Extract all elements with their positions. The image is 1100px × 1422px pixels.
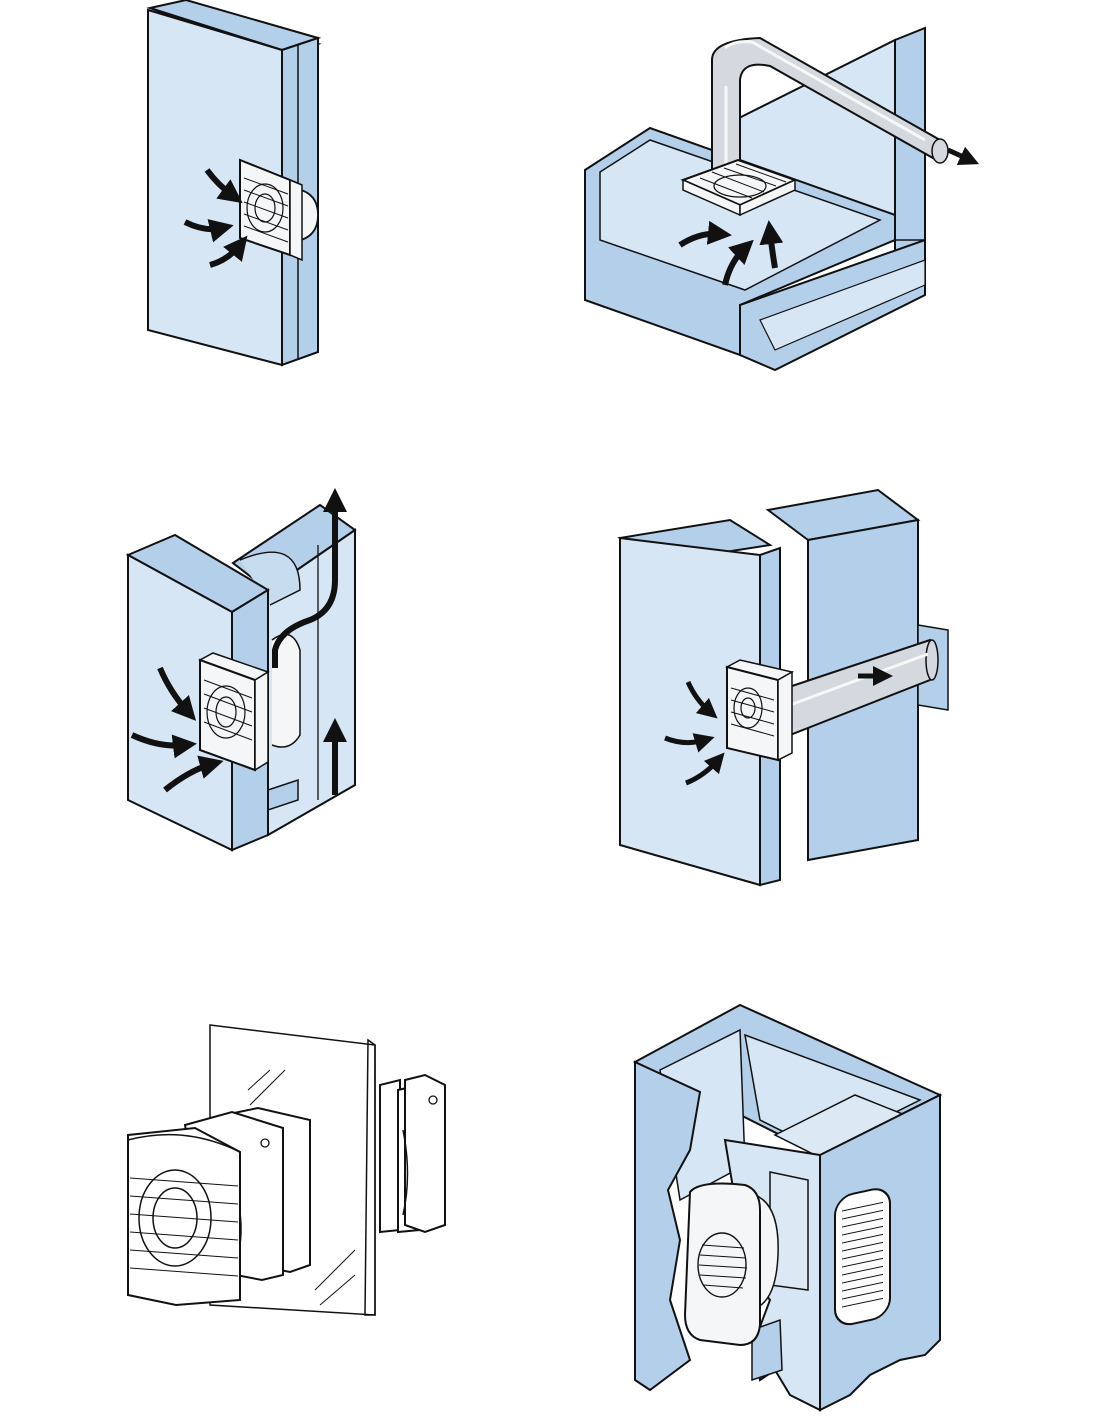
fan-icon xyxy=(683,1182,779,1347)
grille-icon xyxy=(834,1188,891,1326)
panel-wall-mount xyxy=(146,0,322,367)
spacer-frame-icon xyxy=(379,1073,446,1234)
fan-icon xyxy=(239,158,319,262)
panel-shaft-mount xyxy=(125,488,357,852)
wall-icon xyxy=(617,518,781,887)
airflow-arrow-icon xyxy=(183,168,248,268)
panel-ceiling-duct xyxy=(584,26,980,372)
airflow-arrow-icon xyxy=(678,220,784,286)
exhaust-arrow-icon xyxy=(946,146,980,165)
panel-window-mount xyxy=(127,1024,446,1316)
airflow-arrow-icon xyxy=(664,666,893,786)
wall-icon xyxy=(146,0,322,367)
fan-icon xyxy=(127,1126,241,1307)
panel-through-wall-duct xyxy=(617,488,949,887)
fan-icon xyxy=(724,659,795,762)
duct-icon xyxy=(778,638,939,737)
fan-icon xyxy=(680,158,798,217)
panel-cutaway-shaft xyxy=(632,1003,943,1412)
airflow-arrow-icon xyxy=(130,488,347,795)
shaft-icon xyxy=(632,1003,943,1412)
fan-icon xyxy=(198,652,270,772)
